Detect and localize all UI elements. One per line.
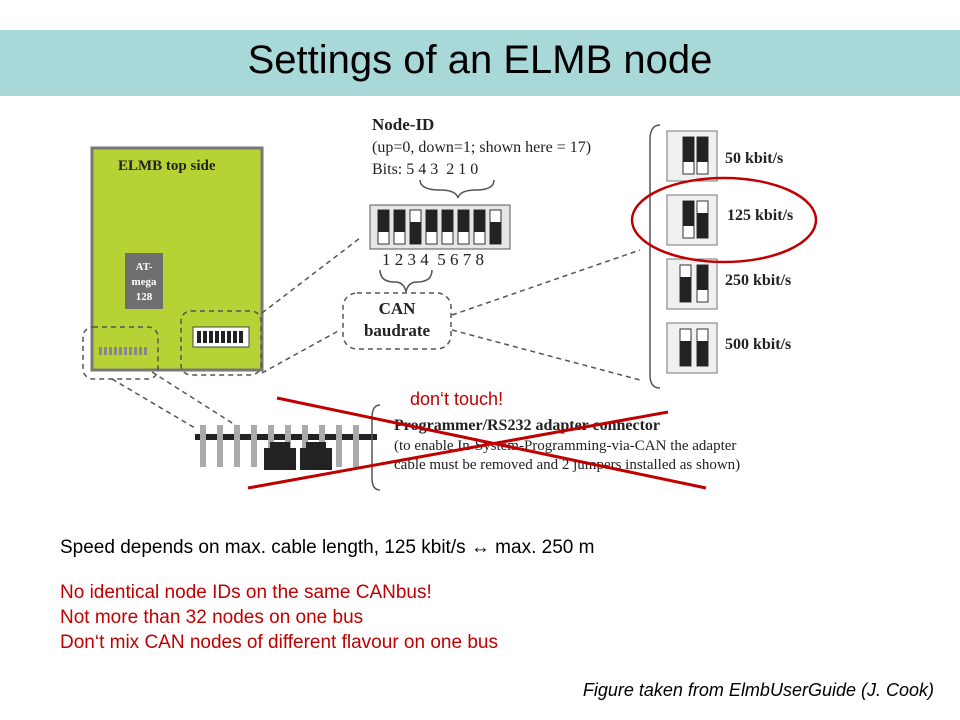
baudrate-label: baudrate bbox=[364, 321, 431, 340]
baud-switch-250 bbox=[666, 258, 718, 310]
dont-touch-label: don‘t touch! bbox=[410, 389, 503, 409]
rule-item: No identical node IDs on the same CANbus… bbox=[60, 582, 432, 603]
baudrate-bracket bbox=[649, 124, 661, 389]
baud-label-250: 250 kbit/s bbox=[725, 272, 791, 289]
board-connector-pins bbox=[99, 347, 147, 355]
programmer-heading: Programmer/RS232 adapter connector bbox=[394, 417, 660, 434]
baud-label-125: 125 kbit/s bbox=[727, 207, 793, 224]
atmega-chip bbox=[125, 253, 163, 309]
rule-item: Don‘t mix CAN nodes of different flavour… bbox=[60, 632, 498, 653]
node-id-note: (up=0, down=1; shown here = 17) bbox=[372, 139, 591, 156]
baud-label-500: 500 kbit/s bbox=[725, 336, 791, 353]
chip-label-1: AT- bbox=[135, 261, 152, 273]
highlight-125-circle bbox=[630, 176, 818, 264]
programmer-line-2: cable must be removed and 2 jumpers inst… bbox=[394, 457, 740, 473]
jumper-1 bbox=[264, 448, 296, 470]
red-cross-line-2 bbox=[247, 410, 669, 490]
baud-switch-125 bbox=[666, 194, 718, 246]
can-baudrate-box bbox=[342, 292, 452, 350]
title-bar bbox=[0, 30, 960, 96]
switch-numbers: 1 2 3 4 5 6 7 8 bbox=[382, 250, 484, 269]
figure-caption: Figure taken from ElmbUserGuide (J. Cook… bbox=[582, 680, 934, 700]
node-id-bits: Bits: 5 4 3 2 1 0 bbox=[372, 161, 478, 178]
rules-list: No identical node IDs on the same CANbus… bbox=[60, 580, 498, 655]
baud-label-50: 50 kbit/s bbox=[725, 150, 783, 167]
connector-outline bbox=[82, 326, 159, 380]
bits-brace bbox=[419, 179, 495, 199]
node-id-heading: Node-ID bbox=[372, 115, 434, 134]
dip-switch-levers bbox=[377, 209, 502, 245]
dip-switch-large bbox=[369, 204, 511, 250]
chip-label-2: mega bbox=[131, 276, 157, 288]
can-label: CAN bbox=[379, 299, 417, 318]
board-label: ELMB top side bbox=[118, 158, 216, 174]
jumper-2 bbox=[300, 448, 332, 470]
page-title: Settings of an ELMB node bbox=[247, 38, 713, 82]
dip-outline bbox=[180, 310, 262, 376]
can-brace bbox=[379, 269, 433, 293]
rule-item: Not more than 32 nodes on one bus bbox=[60, 607, 364, 628]
baud-switch-500 bbox=[666, 322, 718, 374]
baud-switch-50 bbox=[666, 130, 718, 182]
speed-note: Speed depends on max. cable length, 125 … bbox=[60, 537, 595, 558]
chip-label-3: 128 bbox=[136, 291, 153, 303]
elmb-diagram: ELMB top side AT- mega 128 Node-ID (up=0… bbox=[82, 115, 818, 491]
programmer-brace bbox=[371, 404, 381, 491]
